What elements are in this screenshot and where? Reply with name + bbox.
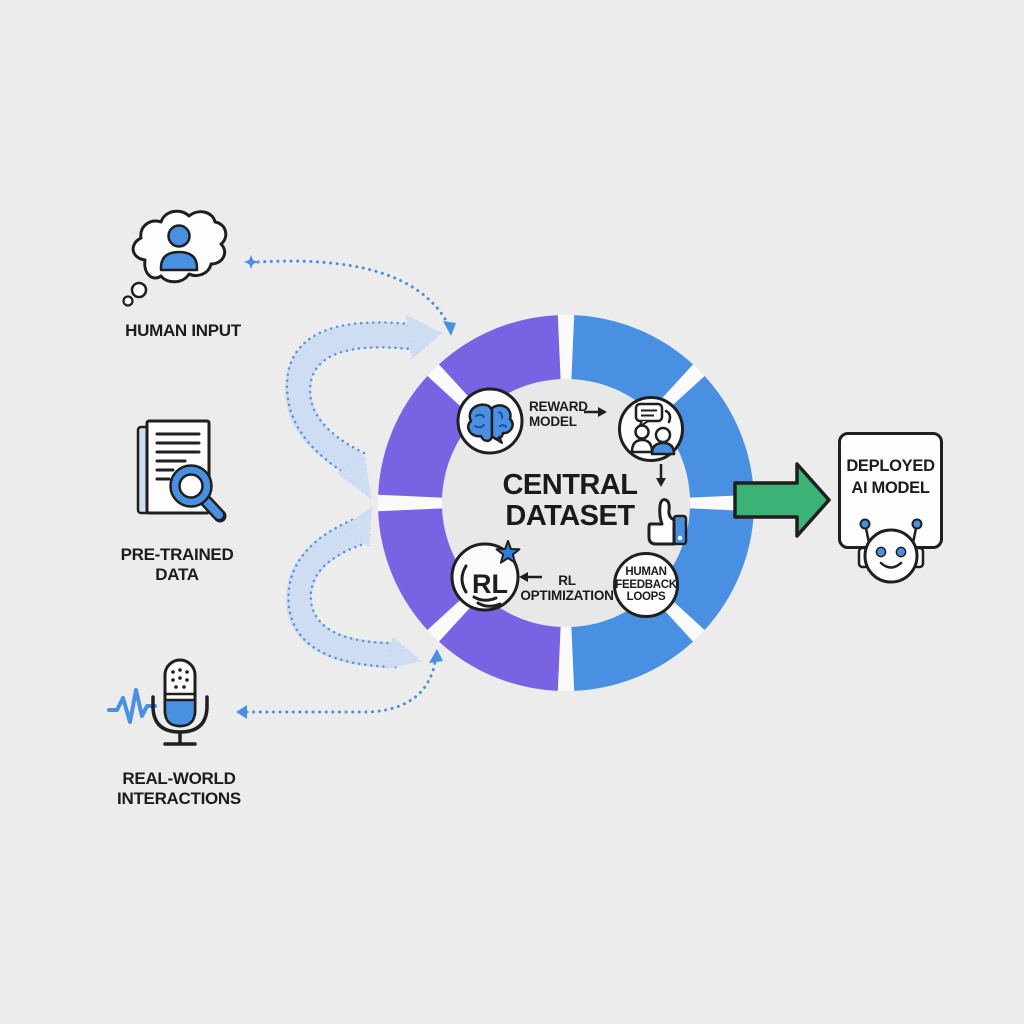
label-line: INTERACTIONS (117, 789, 241, 808)
brain-squiggles (474, 411, 507, 429)
label-line: DATA (155, 565, 199, 584)
left-person-head (634, 424, 650, 440)
arrowhead-icon (443, 321, 456, 336)
curved-flow-arrow-top (285, 313, 444, 501)
hand (647, 498, 676, 546)
label-pre-trained-data: PRE-TRAINED DATA (93, 545, 261, 585)
deployed-ai-model-box: DEPLOYED AI MODEL (838, 432, 943, 549)
dotted-line (245, 654, 438, 714)
right-person-body (650, 441, 676, 456)
label-rl-optimization: RL OPTIMIZATION (513, 573, 621, 603)
second-bubble-hint (664, 409, 672, 424)
brain-right-lobe (490, 404, 514, 441)
ring-segment-purple (438, 593, 562, 691)
flow-arrowhead-icon (383, 635, 423, 671)
robot-head (863, 528, 919, 584)
speech-bubble (634, 402, 664, 423)
rl-star-icon: RL (450, 540, 521, 612)
waveform (107, 688, 157, 724)
people-chat-icon (618, 396, 684, 462)
arrowhead-icon (236, 705, 247, 719)
mic-capsule-blue (163, 698, 197, 728)
flow-band-edge (287, 518, 401, 669)
magnifier-inner-edge (178, 473, 204, 499)
label-line: FEEDBACK (615, 578, 677, 591)
robot-icon (857, 518, 925, 584)
underline-arc (472, 595, 498, 602)
label-line: DEPLOYED (846, 457, 935, 475)
human-feedback-loops-badge: HUMAN FEEDBACK LOOPS (613, 552, 679, 618)
antenna-tip (859, 518, 871, 530)
label-line: HUMAN (625, 566, 667, 579)
magnifier-handle (202, 497, 223, 519)
thought-bubble-person-icon (122, 209, 228, 307)
arrow-left-icon (519, 572, 542, 582)
brain-tail (493, 435, 503, 444)
arrowhead-icon (429, 649, 443, 663)
label-central-dataset: CENTRAL DATASET (487, 470, 653, 532)
label-line: DATASET (505, 500, 635, 532)
left-person-body (630, 438, 654, 454)
label-real-world-interactions: REAL-WORLD INTERACTIONS (88, 769, 270, 809)
thumbs-up-icon (647, 498, 688, 546)
connector-human-input (244, 255, 456, 336)
flow-arrowhead-icon (404, 313, 444, 361)
label-line: AI MODEL (851, 479, 930, 497)
bubble-dot (122, 295, 134, 307)
microphone-waveform-icon (107, 658, 209, 746)
brain-icon (456, 387, 524, 455)
arrow-right-icon (584, 407, 607, 417)
ring-segment-blue (656, 507, 754, 631)
ring-segment-blue (570, 593, 694, 691)
label-line: REWARD (529, 399, 588, 414)
plus-marker-icon (244, 255, 258, 269)
person-head (167, 224, 191, 248)
magnifier-outer-edge (169, 464, 213, 508)
bubble-dot (130, 281, 148, 299)
label-reward-model: REWARD MODEL (529, 399, 609, 429)
label-line: OPTIMIZATION (520, 588, 614, 603)
ring-segment-purple (438, 315, 562, 413)
flow-arrowhead-icon (339, 505, 374, 549)
paren-arc (460, 564, 468, 594)
robot-eye (895, 546, 907, 558)
deploy-arrow-icon (733, 462, 831, 538)
curved-flow-arrow-bottom (285, 505, 423, 671)
flow-band-edge (285, 321, 421, 479)
person-body (159, 250, 199, 272)
mic-grill-dots (171, 668, 189, 689)
dotted-line (256, 259, 450, 326)
flow-band (285, 518, 394, 668)
cuff-dot (677, 535, 683, 541)
label-line: LOOPS (626, 591, 666, 604)
text-lines (155, 432, 201, 481)
brain-left-lobe (466, 403, 494, 443)
ring-segment-purple (378, 375, 476, 499)
label-human-input: HUMAN INPUT (125, 321, 241, 340)
robot-smile (879, 561, 903, 569)
label-line: MODEL (529, 414, 577, 429)
label-line: CENTRAL (502, 469, 638, 501)
connector-real-world (236, 649, 443, 719)
label-line: PRE-TRAINED (120, 545, 234, 564)
label-line: RL (558, 573, 576, 588)
ring-segment-purple (378, 507, 476, 631)
star-icon (495, 540, 521, 564)
underline-arc (476, 601, 502, 608)
ring-gap-base (378, 315, 754, 691)
arrow-down-icon (656, 464, 666, 487)
antenna-tip (911, 518, 923, 530)
flow-arrowhead-icon (335, 454, 373, 501)
document-magnifier-icon (136, 419, 227, 523)
ring-segment-blue (570, 315, 694, 413)
flow-band-edge (308, 346, 412, 455)
robot-eye (875, 546, 887, 558)
ring-segment-blue (656, 375, 754, 499)
rl-letters: RL (472, 569, 508, 599)
flow-band (285, 322, 416, 478)
label-line: REAL-WORLD (122, 769, 236, 788)
right-person-head (654, 426, 672, 444)
